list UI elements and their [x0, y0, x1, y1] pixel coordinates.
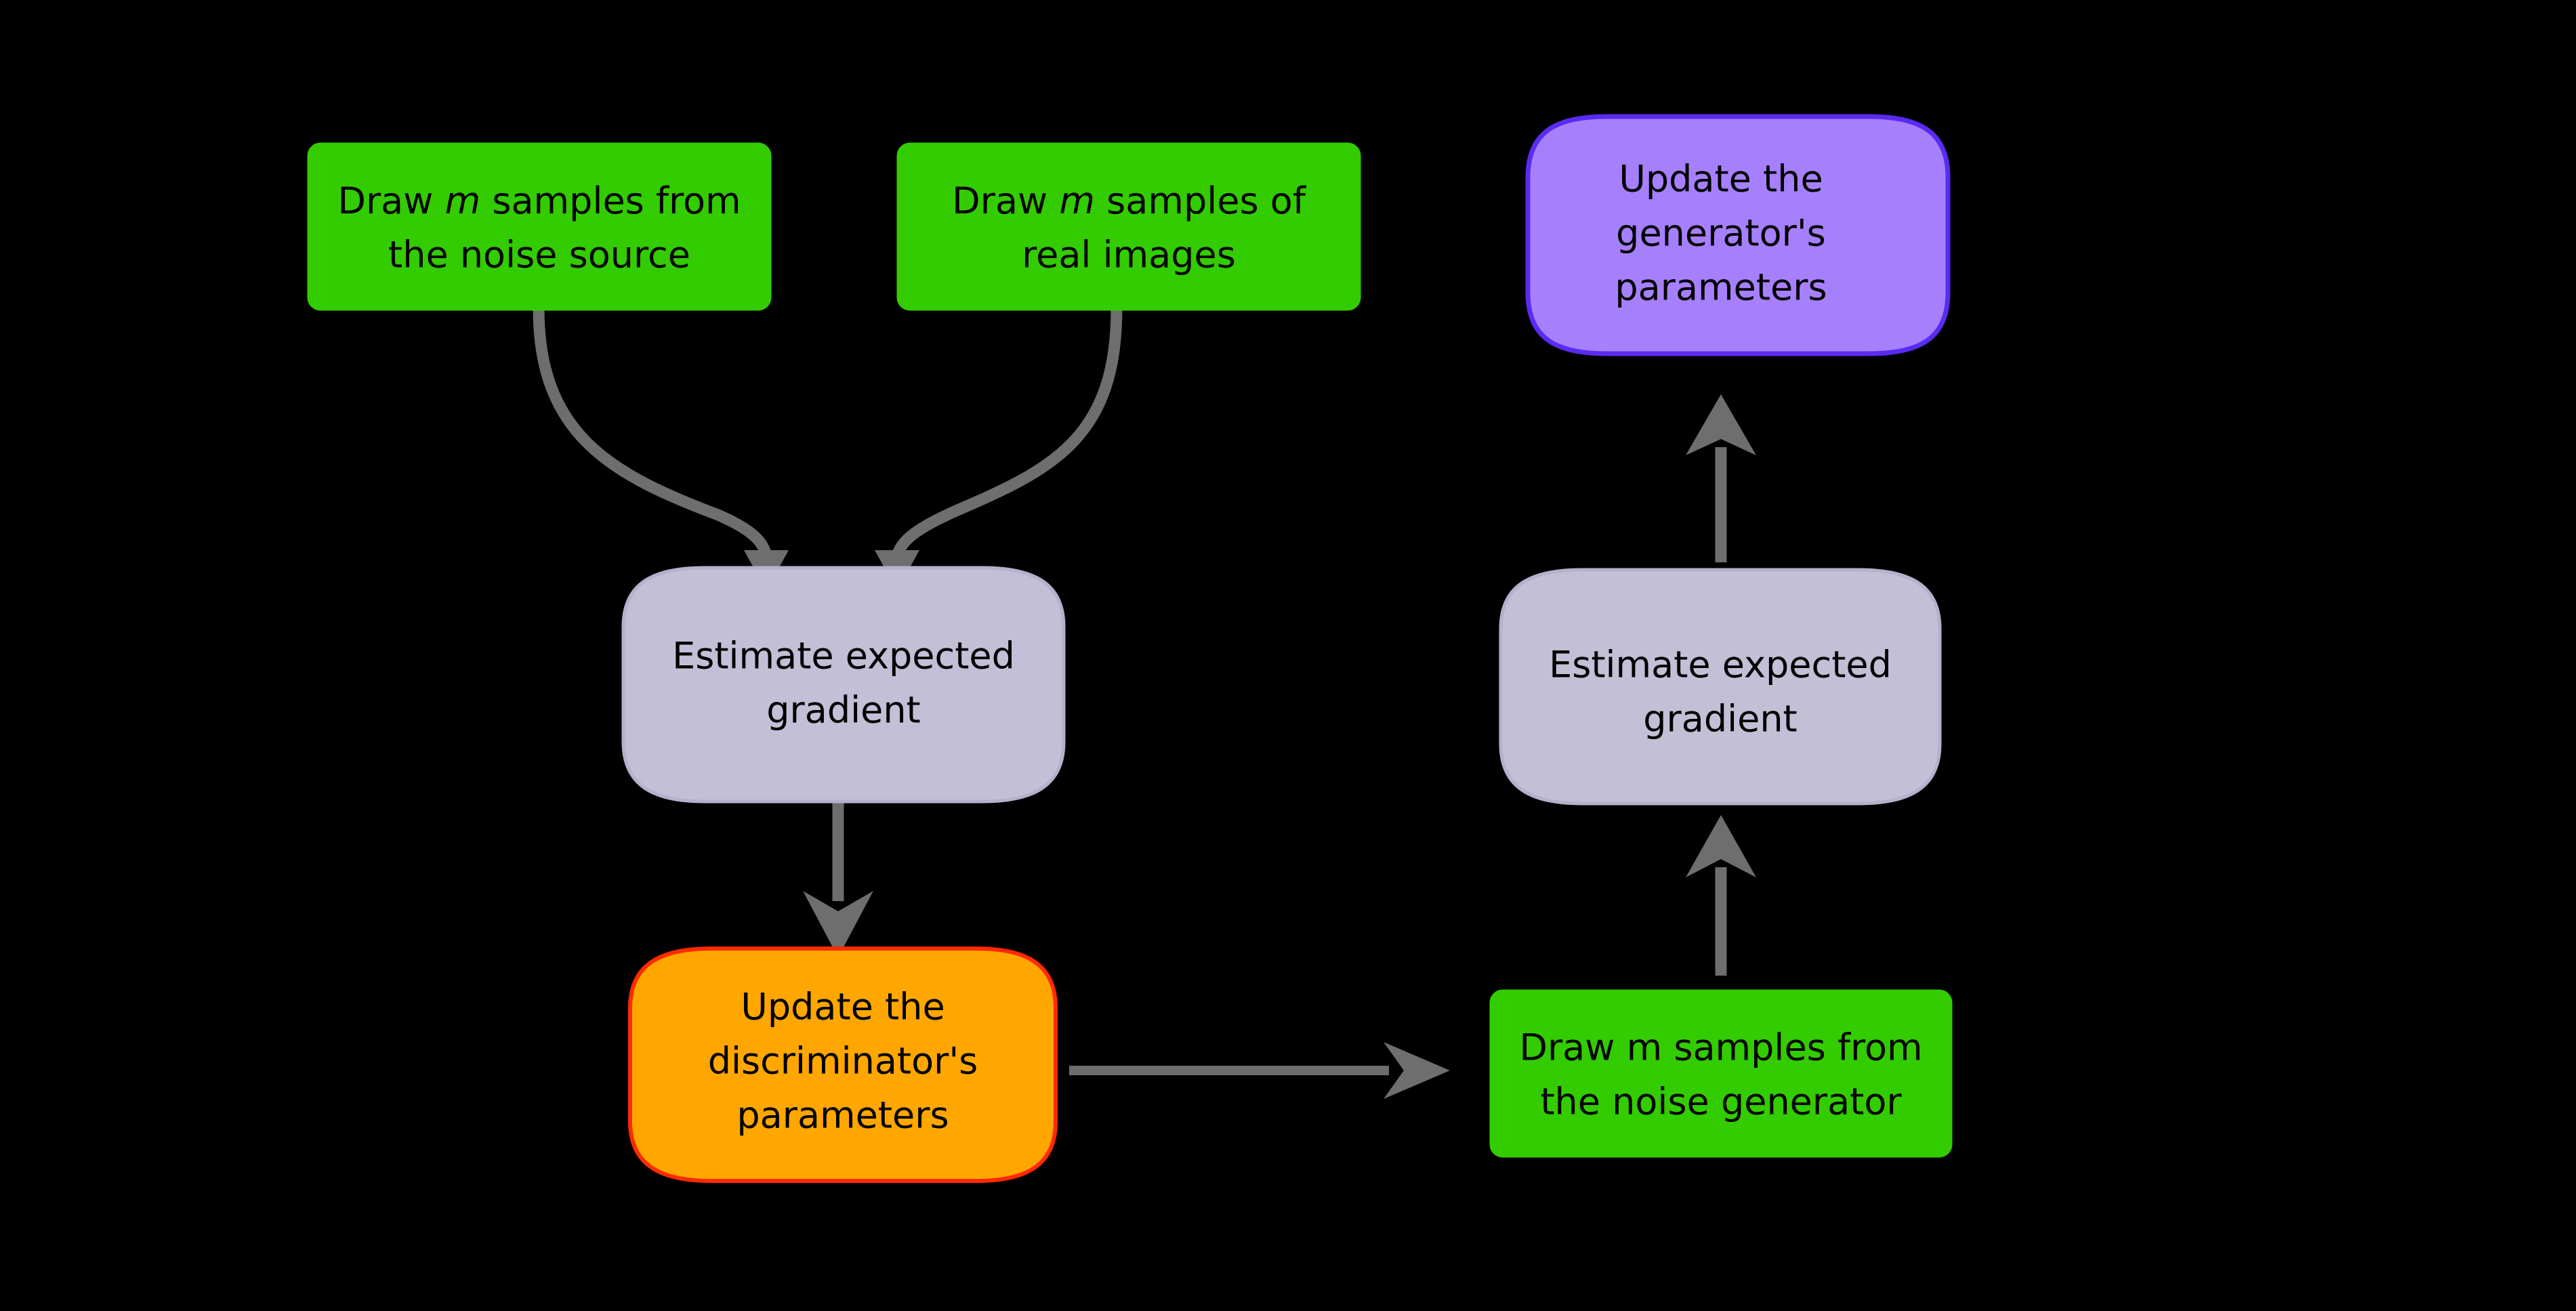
- edge-update-discriminator-to-noise-generator: [1069, 1042, 1450, 1099]
- node-update-generator-parameters[interactable]: Update the generator's parameters: [1525, 114, 1951, 356]
- node-estimate-expected-gradient-right-line2: gradient: [1643, 698, 1797, 741]
- node-update-discriminator-parameters-line3: parameters: [736, 1094, 949, 1137]
- node-estimate-expected-gradient-left-line1: Estimate expected: [672, 635, 1015, 678]
- node-update-discriminator-parameters-shape[interactable]: [628, 946, 1058, 1183]
- node-draw-noise-samples-line1: Draw m samples from: [337, 180, 741, 222]
- node-draw-noise-samples-shape[interactable]: [307, 142, 772, 311]
- node-draw-noise-generator-samples-shape[interactable]: [1489, 989, 1953, 1158]
- node-draw-noise-generator-samples-line2: the noise generator: [1540, 1081, 1902, 1123]
- node-layer: Draw m samples from the noise source Dra…: [307, 114, 1953, 1183]
- node-estimate-expected-gradient-right-line1: Estimate expected: [1549, 644, 1892, 686]
- edge-layer: [533, 302, 1756, 1099]
- edge-noise-generator-to-estimate-right: [1686, 815, 1756, 976]
- node-update-generator-parameters-shape[interactable]: [1525, 114, 1951, 356]
- node-update-discriminator-parameters-line2: discriminator's: [708, 1040, 978, 1083]
- node-draw-noise-samples[interactable]: Draw m samples from the noise source: [307, 142, 772, 311]
- edge-estimate-left-to-update-discriminator: [803, 801, 873, 957]
- edge-noise-to-estimate-left: [533, 302, 789, 591]
- edge-real-to-estimate-left: [875, 302, 1123, 591]
- node-draw-real-images-line1: Draw m samples of: [952, 180, 1307, 222]
- node-update-generator-parameters-line1: Update the: [1619, 158, 1823, 201]
- node-estimate-expected-gradient-left[interactable]: Estimate expected gradient: [621, 566, 1066, 804]
- node-update-discriminator-parameters-line1: Update the: [741, 986, 944, 1028]
- node-estimate-expected-gradient-left-line2: gradient: [766, 689, 920, 732]
- node-draw-real-images-line2: real images: [1022, 234, 1236, 276]
- edge-estimate-right-to-update-generator: [1686, 394, 1756, 562]
- node-draw-real-images[interactable]: Draw m samples of real images: [896, 142, 1361, 311]
- node-update-generator-parameters-line2: generator's: [1616, 212, 1826, 255]
- node-draw-noise-samples-line2: the noise source: [388, 234, 690, 276]
- node-update-generator-parameters-line3: parameters: [1615, 266, 1827, 309]
- node-draw-real-images-shape[interactable]: [896, 142, 1361, 311]
- node-update-discriminator-parameters[interactable]: Update the discriminator's parameters: [628, 946, 1058, 1183]
- node-estimate-expected-gradient-right[interactable]: Estimate expected gradient: [1499, 568, 1942, 806]
- node-estimate-expected-gradient-left-shape[interactable]: [621, 566, 1066, 804]
- node-draw-noise-generator-samples-line1: Draw m samples from: [1519, 1026, 1922, 1069]
- node-estimate-expected-gradient-right-shape[interactable]: [1499, 568, 1942, 806]
- node-draw-noise-generator-samples[interactable]: Draw m samples from the noise generator: [1489, 989, 1953, 1158]
